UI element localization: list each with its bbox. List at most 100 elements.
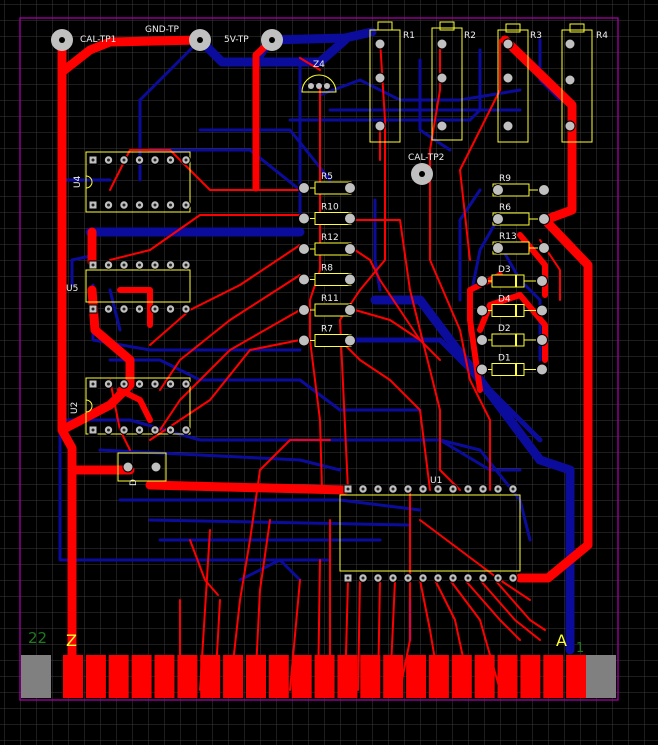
ic-u5-pin-drill	[122, 263, 126, 267]
edge-finger-11	[291, 655, 312, 698]
edge-tab-left	[21, 655, 51, 698]
diode-d3-pad	[476, 275, 488, 287]
edge-label-left-num: 22	[28, 629, 47, 647]
ic-u4-pin-drill	[184, 203, 188, 207]
edge-finger-18	[451, 655, 472, 698]
resistor-r8-label: R8	[321, 264, 333, 274]
ic-u2-pin-drill	[91, 382, 95, 386]
ic-u5-pin-drill	[138, 307, 141, 311]
pot-r1-label: R1	[403, 31, 415, 41]
ic-u5-pin-drill	[169, 307, 172, 311]
edge-finger-6	[177, 655, 198, 698]
pot-pads	[374, 38, 576, 132]
edge-finger-5	[154, 655, 175, 698]
ic-u4-pin-drill	[153, 203, 157, 207]
edge-finger-19	[474, 655, 495, 698]
ic-u4-outline	[85, 151, 191, 213]
pot-r4-outline	[561, 29, 593, 143]
pot-r4-label: R4	[596, 31, 608, 41]
diode-d4-body	[491, 304, 525, 317]
resistor-r5-pad	[344, 182, 356, 194]
edge-finger-20	[497, 655, 518, 698]
edge-finger-15	[383, 655, 404, 698]
ic-u1-label: U1	[430, 476, 442, 486]
test-point-gnd-label: GND-TP	[145, 25, 180, 35]
ic-u1-pin-drill	[361, 576, 365, 580]
ic-u2-pin-drill	[169, 382, 172, 386]
resistor-r13-pad	[538, 242, 550, 254]
resistor-r10-pad	[344, 212, 356, 225]
diode-d2-label: D2	[498, 324, 511, 334]
ic-u2-label: U2	[70, 402, 80, 414]
ic-u2-pin-drill	[169, 428, 172, 432]
resistor-r12-label: R12	[321, 233, 339, 243]
diode-d2-pad	[476, 334, 488, 346]
edge-finger-2	[85, 655, 106, 698]
ic-u4-pin-drill	[138, 203, 141, 207]
resistor-r12-pad	[298, 243, 310, 255]
ic-u1-outline	[339, 494, 521, 572]
diode-d4-label: D4	[498, 295, 511, 305]
ic-u5-pin-drill	[153, 307, 157, 311]
ic-u2-pin-drill	[153, 428, 157, 432]
ic-u5-outline	[85, 269, 191, 303]
ic-u1-pin-drill	[436, 576, 440, 580]
edge-connector	[63, 655, 587, 698]
edge-tab-right	[586, 655, 616, 698]
edge-finger-14	[360, 655, 381, 698]
transistor-z4-pads	[308, 83, 330, 89]
edge-finger-4	[131, 655, 152, 698]
ic-u1-pin-drill	[481, 487, 485, 491]
resistor-r8-pad	[298, 273, 310, 286]
transistor-z4-outline	[301, 74, 337, 93]
edge-finger-17	[428, 655, 449, 698]
diode-d1-body	[491, 363, 525, 376]
ic-u5-pin-drill	[184, 307, 188, 311]
ic-u4-pin-drill	[153, 158, 157, 162]
ic-u1-pin-drill	[496, 487, 500, 491]
resistor-r9-pad	[492, 184, 504, 196]
ic-u4-pin-drill	[107, 158, 110, 162]
ic-u2-pin-drill	[107, 428, 110, 432]
edge-finger-7	[200, 655, 221, 698]
edge-finger-22	[543, 655, 564, 698]
ic-u5-pin-drill	[184, 263, 188, 267]
ic-u2-pin-drill	[184, 428, 188, 432]
resistor-r6-label: R6	[499, 203, 511, 213]
ic-u1-pin-drill	[466, 576, 470, 580]
edge-finger-21	[520, 655, 541, 698]
edge-finger-1	[63, 655, 83, 698]
ic-u5-pin-drill	[122, 307, 126, 311]
ic-u4-label: U4	[73, 175, 83, 188]
diode-d4-pad	[476, 304, 488, 317]
ic-u5-pin-drill	[153, 263, 157, 267]
resistor-r7-label: R7	[321, 325, 333, 335]
resistor-r13-pad	[492, 242, 504, 254]
resistor-r10-label: R10	[321, 203, 339, 213]
resistor-r10-pad	[298, 212, 310, 225]
ic-u2-pin-drill	[184, 382, 188, 386]
resistor-r11-pad	[298, 304, 310, 316]
edge-finger-3	[108, 655, 129, 698]
diode-d1-pad	[536, 363, 548, 376]
ic-u1-pin-drill	[391, 487, 395, 491]
diode-d1-pad	[476, 363, 488, 376]
ic-u4-pin-drill	[169, 203, 172, 207]
test-point-cal2-label: CAL-TP2	[408, 153, 444, 163]
ic-u2-pin-drill	[122, 428, 126, 432]
part-d-label: D	[129, 479, 139, 486]
ic-u1-pin-drill	[391, 576, 395, 580]
ic-u2-pin-drill	[138, 428, 141, 432]
pot-r3-outline	[497, 29, 529, 143]
ic-u1-pin-drill	[346, 576, 350, 580]
ic-u1-pin-drill	[421, 487, 425, 491]
ic-u1-pin-drill	[421, 576, 425, 580]
transistor-z4-label: Z4	[313, 60, 325, 70]
test-point-pads	[51, 29, 433, 185]
resistor-r6-pad	[538, 213, 550, 225]
ic-u1-pin-drill	[361, 487, 365, 491]
ic-u2-pin-drill	[91, 428, 95, 432]
diode-d4-pad	[536, 304, 548, 317]
resistor-r11-pad	[344, 304, 356, 316]
